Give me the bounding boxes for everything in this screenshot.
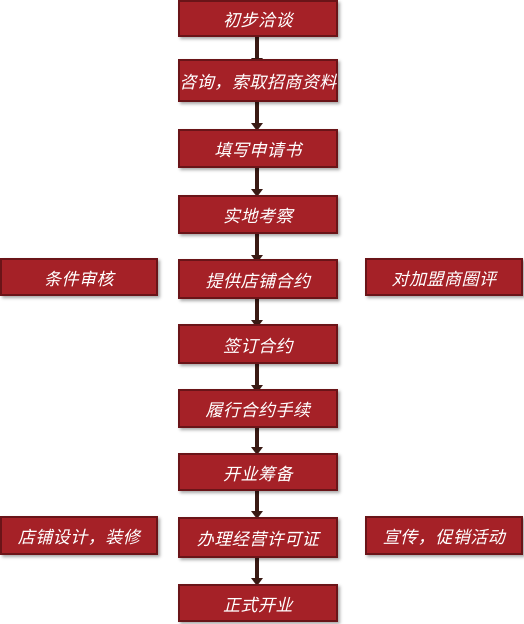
arrow-8-9 bbox=[251, 491, 263, 519]
side-trade-area-evaluation: 对加盟商圈评 bbox=[365, 258, 523, 296]
step-initial-talks: 初步洽谈 bbox=[178, 0, 338, 37]
side-promotion: 宣传，促销活动 bbox=[365, 516, 523, 555]
arrow-2-3 bbox=[251, 102, 263, 131]
step-business-license: 办理经营许可证 bbox=[178, 517, 338, 558]
side-store-design: 店铺设计，装修 bbox=[0, 516, 158, 555]
arrow-1-2 bbox=[251, 37, 263, 66]
side-condition-review: 条件审核 bbox=[0, 258, 158, 296]
step-opening-prep: 开业筹备 bbox=[178, 453, 338, 491]
step-grand-opening: 正式开业 bbox=[178, 584, 338, 622]
arrow-9-10 bbox=[251, 558, 263, 586]
step-inquiry-materials: 咨询，索取招商资料 bbox=[178, 59, 338, 102]
arrow-5-6 bbox=[251, 299, 263, 328]
step-contract-procedures: 履行合约手续 bbox=[178, 389, 338, 428]
arrow-3-4 bbox=[251, 168, 263, 197]
step-sign-contract: 签订合约 bbox=[178, 324, 338, 364]
step-fill-application: 填写申请书 bbox=[178, 129, 338, 168]
step-site-inspection: 实地考察 bbox=[178, 195, 338, 234]
arrow-7-8 bbox=[251, 428, 263, 455]
arrow-6-7 bbox=[251, 364, 263, 393]
arrow-4-5 bbox=[251, 234, 263, 263]
step-store-contract: 提供店铺合约 bbox=[178, 259, 338, 299]
